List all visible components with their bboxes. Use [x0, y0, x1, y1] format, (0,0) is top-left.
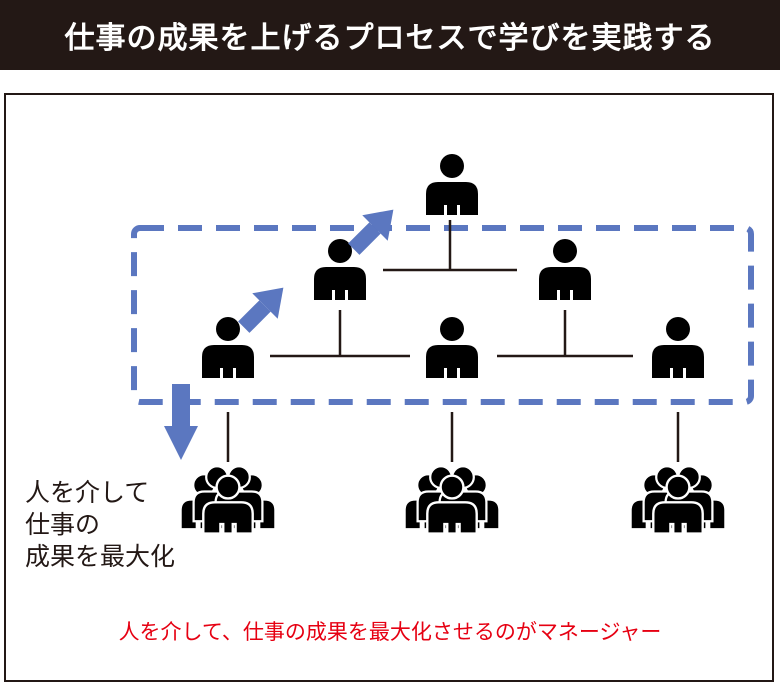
caption: 人を介して、仕事の成果を最大化させるのがマネージャー	[118, 620, 662, 644]
side-label: 人を介して 仕事の 成果を最大化	[25, 477, 175, 573]
arrow-icon	[348, 209, 394, 255]
title-bar: 仕事の成果を上げるプロセスで学びを実践する	[0, 0, 780, 70]
side-label-line: 人を介して	[25, 478, 150, 507]
diagram-frame	[4, 93, 774, 682]
arrow-icon	[164, 384, 198, 460]
group-icon	[629, 465, 727, 535]
arrow-icon	[238, 287, 284, 333]
connector-lines	[226, 220, 680, 462]
group-icon	[403, 465, 501, 535]
side-label-line: 仕事の	[25, 510, 101, 539]
person-icon	[426, 317, 478, 378]
person-icon	[426, 154, 478, 215]
management-group-box	[131, 225, 754, 405]
person-icon	[539, 239, 591, 300]
group-icon	[179, 465, 277, 535]
page-title: 仕事の成果を上げるプロセスで学びを実践する	[64, 21, 716, 56]
person-icon	[652, 317, 704, 378]
side-label-line: 成果を最大化	[25, 542, 176, 571]
